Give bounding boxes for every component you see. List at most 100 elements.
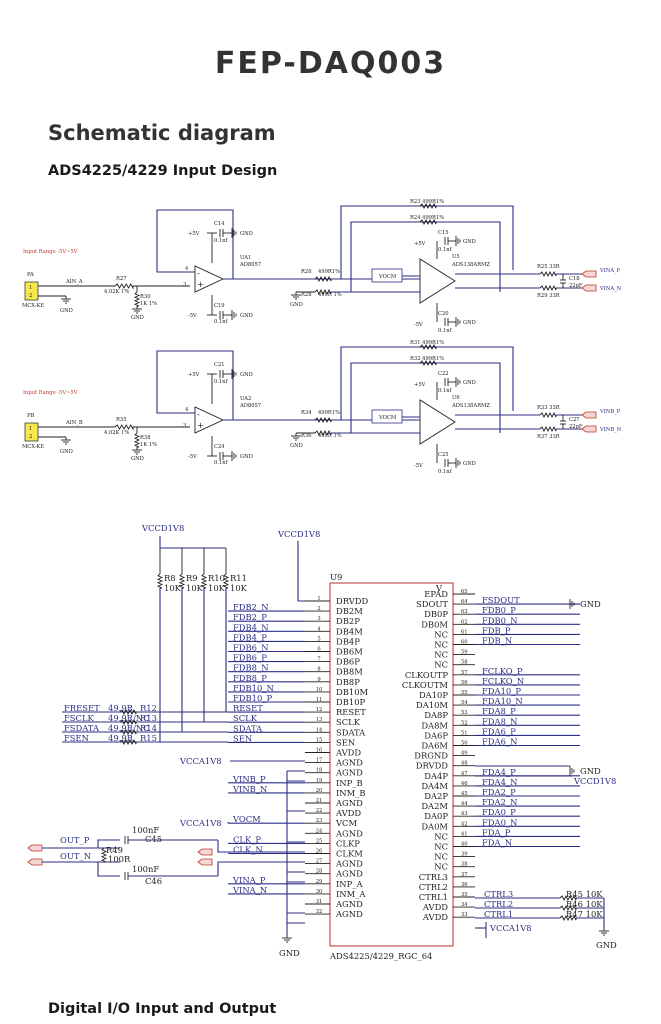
stage-b-gnd-label: GND <box>60 449 73 455</box>
pullup-val: 10K <box>230 583 248 593</box>
stage-a-gnd-label: GND <box>290 302 303 308</box>
stage-a-r-div-ref: R30 <box>140 294 151 300</box>
pin-number: 7 <box>317 657 320 663</box>
pullup-val: 10K <box>208 583 226 593</box>
adc-pin-16-name: AVDD <box>335 748 361 758</box>
stage-a-connector-pin-1: 1 <box>29 285 32 291</box>
adc-pin-53-name: DA8P <box>424 710 448 720</box>
net-VINB_P: VINB_P <box>232 774 266 785</box>
stage-a-cap-u-top-ref: C15 <box>438 230 449 236</box>
pin-number: 65 <box>461 589 468 595</box>
pin-number: 57 <box>461 670 468 676</box>
pin-number: 44 <box>461 801 468 807</box>
stage-b-gnd-label: GND <box>240 372 253 378</box>
stage-a-cap-val: 0.1nf <box>438 328 453 334</box>
net-SCLK: SCLK <box>233 713 258 723</box>
stage-a-gnd-label: GND <box>60 308 73 314</box>
net-FDA6_P: FDA6_P <box>482 726 516 737</box>
adc-pin-21-name: AGND <box>335 798 363 808</box>
pin-number: 48 <box>461 761 468 767</box>
gnd-label: GND <box>279 948 300 958</box>
adc-pin-31-name: AGND <box>335 899 363 909</box>
stage-a-r-gb-ref: R28 <box>301 292 312 298</box>
pin-number: 47 <box>461 771 468 777</box>
stage-a-input-range-label: Input Range -5V~5V <box>23 249 78 255</box>
stage-a-r-div-val: 1K 1% <box>140 301 157 307</box>
adc-pin-63-name: DB0P <box>424 609 448 619</box>
stage-a-gnd-label: GND <box>463 320 476 326</box>
serial-res-ref: R14 <box>140 723 157 733</box>
stage-a-connector-part: MCX-KE <box>22 303 44 309</box>
adc-pin-30-name: INM_A <box>336 889 366 900</box>
adc-pin-8-name: DB8M <box>336 667 363 677</box>
stage-b-gnd-label: GND <box>240 454 253 460</box>
adc-pin-7-name: DB6P <box>336 657 360 667</box>
stage-a-pin: + <box>197 279 204 289</box>
adc-pin-27-name: AGND <box>335 859 363 869</box>
ctrl-net-2: CTRL1 <box>484 909 513 919</box>
pin-number: 25 <box>316 838 323 844</box>
adc-pin-47-name: DA4P <box>424 771 448 781</box>
pin-number: 37 <box>461 872 468 878</box>
clock-term-resistor <box>100 847 108 863</box>
net-VOCM: VOCM <box>232 814 261 824</box>
stage-b-vpos: +5V <box>414 382 426 388</box>
stage-b-pin: - <box>197 409 200 419</box>
stage-b-cap-top-val: 0.1nf <box>214 379 229 385</box>
clock-port-n <box>27 858 43 866</box>
adc-pin-56-name: CLKOUTM <box>402 680 449 690</box>
adc-pin-59-name: NC <box>434 650 448 660</box>
net-FDB6_P: FDB6_P <box>233 653 267 664</box>
ctrl-net-1: CTRL2 <box>484 899 513 909</box>
stage-b-r-div-val: 1K 1% <box>140 442 157 448</box>
stage-a-feedback-wire <box>156 209 234 279</box>
pullup-ref: R9 <box>186 573 198 583</box>
pin-number: 63 <box>461 609 468 615</box>
pin-number: 4 <box>317 626 321 632</box>
serial-resistor <box>119 708 137 716</box>
stage-b-connector-pin-1: 1 <box>29 426 32 432</box>
stage-b-gnd-label: GND <box>463 461 476 467</box>
stage-a-vocm-label: VOCM <box>378 274 397 280</box>
net-FDA4_N: FDA4_N <box>482 777 517 788</box>
section-title: Schematic diagram <box>48 121 276 145</box>
clock-c-val-bot: 100nF <box>132 864 159 874</box>
stage-b-cap-val: 0.1nf <box>438 388 453 394</box>
stage-a-pin: 4 <box>185 266 189 272</box>
stage-b-vneg: -5V <box>188 454 197 460</box>
stage-a-vpos: +5V <box>414 241 426 247</box>
stage-a-vpos: +5V <box>188 231 200 237</box>
adc-pin-9-name: DB8P <box>336 677 360 687</box>
adc-pin-50-name: DA6M <box>421 741 448 751</box>
serial-net-FSDATA: FSDATA <box>64 723 100 733</box>
stage-a-pin: 3 <box>183 282 186 288</box>
stage-a-cap-u-bot-ref: C20 <box>438 311 449 317</box>
pin-number: 34 <box>461 902 468 908</box>
pin-number: 58 <box>461 660 468 666</box>
serial-res-ref: R12 <box>140 703 157 713</box>
stage-a-r-in <box>114 283 134 290</box>
stage-b-gnd-label: GND <box>463 380 476 386</box>
stage-b-r-ga <box>314 416 332 424</box>
ctrl-res-ref: R47 10K <box>566 909 603 919</box>
adc-pin-65-name: EPAD <box>424 589 448 599</box>
vccd-pullup-label: VCCD1V8 <box>141 523 184 533</box>
vcca-label-3: VCCA1V8 <box>489 923 532 933</box>
pin-number: 62 <box>461 619 468 625</box>
stage-b-r-fb1 <box>419 343 437 351</box>
adc-pin-23-name: VCM <box>335 818 357 828</box>
net-FDB_P: FDB_P <box>482 625 511 636</box>
pin-number: 15 <box>316 737 323 743</box>
stage-a-r-out-n <box>539 284 557 292</box>
adc-pin-62-name: DB0M <box>421 619 448 629</box>
serial-resistor <box>119 728 137 736</box>
adc-pin-41-name: NC <box>434 831 448 841</box>
stage-b-r-out-n <box>539 425 557 433</box>
wire <box>217 840 305 853</box>
stage-b-cap-u-bot-ref: C25 <box>438 452 449 458</box>
subsection-digital-io: Digital I/O Input and Output <box>48 1001 277 1017</box>
ctrl-resistor <box>559 914 577 922</box>
clock-c-bot-ref: C46 <box>145 876 162 886</box>
adc-pin-37-name: CTRL3 <box>419 872 448 882</box>
stage-a-r-out-n-ref: R29 33R <box>537 293 561 299</box>
